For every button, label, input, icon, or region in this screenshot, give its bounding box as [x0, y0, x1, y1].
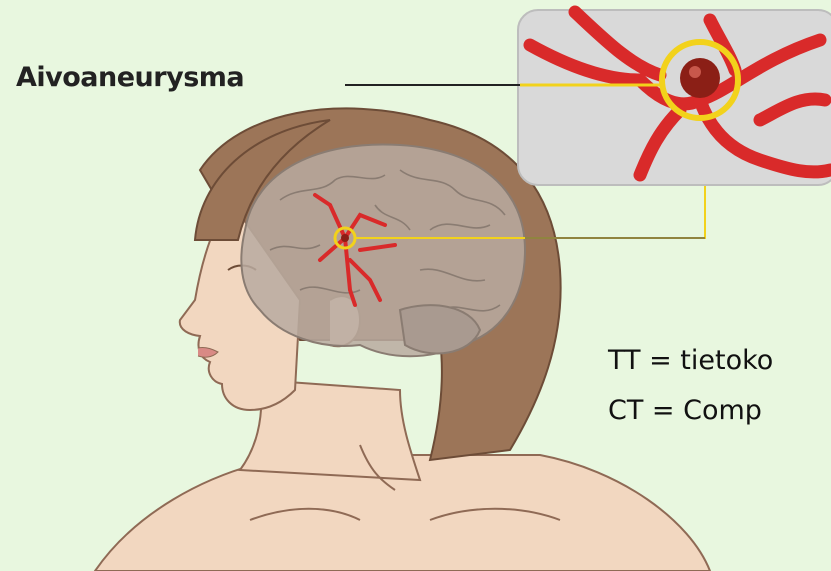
aneurysm-label: Aivoaneurysma — [16, 62, 244, 93]
note-ct: CT = Comp — [608, 395, 762, 426]
note-tt: TT = tietoko — [608, 345, 773, 376]
aneurysm-detail-inset — [518, 10, 831, 185]
